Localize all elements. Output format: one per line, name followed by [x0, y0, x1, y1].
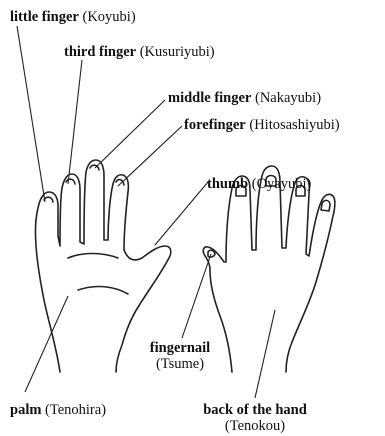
back-of-hand-reading: (Tenokou) — [186, 418, 324, 434]
leader-forefinger — [118, 126, 182, 186]
label-little-finger: little finger (Koyubi) — [10, 9, 136, 25]
label-third-finger: third finger (Kusuriyubi) — [64, 44, 215, 60]
fingernail-reading: (Tsume) — [138, 356, 222, 372]
palm-term: palm — [10, 402, 41, 418]
label-middle-finger: middle finger (Nakayubi) — [168, 90, 321, 106]
forefinger-reading: (Hitosashiyubi) — [249, 117, 339, 133]
thumb-reading: (Oyayubi) — [252, 176, 312, 192]
palm-reading: (Tenohira) — [45, 402, 106, 418]
leader-middle-finger — [95, 100, 165, 168]
little-finger-reading: (Koyubi) — [82, 9, 135, 25]
label-fingernail: fingernail (Tsume) — [138, 340, 222, 372]
forefinger-term: forefinger — [184, 117, 246, 133]
third-finger-reading: (Kusuriyubi) — [140, 44, 215, 60]
back-side-hand-outline — [203, 166, 335, 372]
middle-finger-reading: (Nakayubi) — [255, 90, 321, 106]
leader-back-of-hand — [255, 310, 275, 398]
little-finger-term: little finger — [10, 9, 79, 25]
label-back-of-hand: back of the hand (Tenokou) — [186, 402, 324, 434]
label-forefinger: forefinger (Hitosashiyubi) — [184, 117, 340, 133]
label-palm: palm (Tenohira) — [10, 402, 106, 418]
leader-fingernail — [182, 254, 211, 338]
label-thumb: thumb (Oyayubi) — [207, 176, 311, 192]
third-finger-term: third finger — [64, 44, 136, 60]
leader-third-finger — [68, 60, 82, 184]
back-of-hand-term: back of the hand — [186, 402, 324, 418]
fingernail-term: fingernail — [138, 340, 222, 356]
leader-thumb — [155, 182, 208, 245]
leader-little-finger — [17, 26, 45, 202]
middle-finger-term: middle finger — [168, 90, 251, 106]
thumb-term: thumb — [207, 176, 248, 192]
